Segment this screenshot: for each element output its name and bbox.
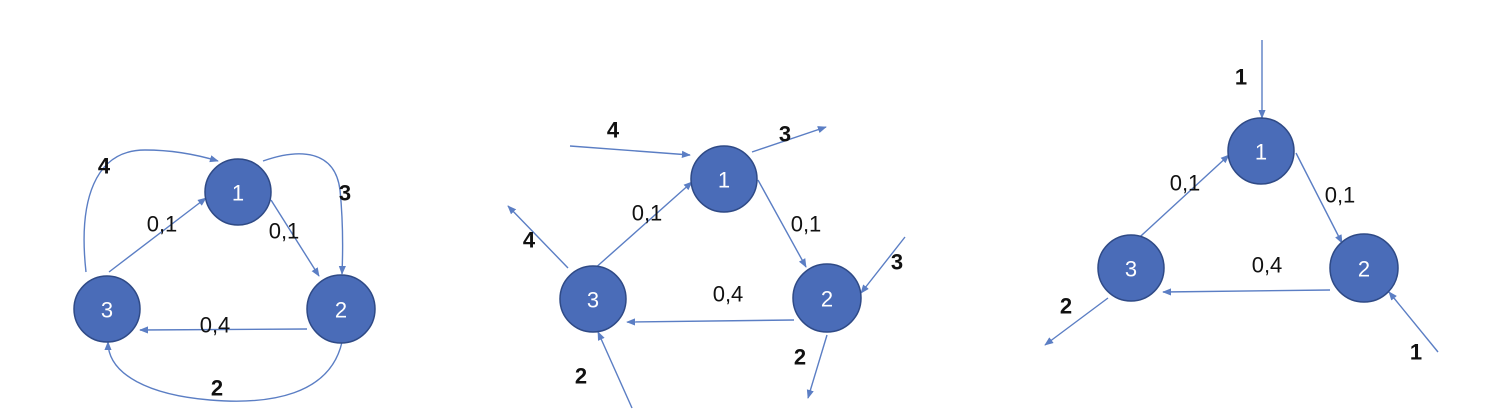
edge-loop-2-to-3	[104, 341, 343, 402]
node-1: 1	[690, 145, 758, 213]
edge-label: 4	[523, 228, 536, 253]
edge-out-2	[806, 334, 828, 399]
edge-loop-1-to-2	[262, 153, 346, 275]
node-label: 3	[587, 288, 599, 313]
node-1: 1	[1227, 117, 1295, 185]
edge-2-to-3	[139, 326, 308, 334]
edge-3-to-1	[108, 197, 207, 273]
node-2: 2	[306, 274, 376, 344]
edge-label: 0,4	[200, 313, 231, 338]
edge-label: 3	[779, 122, 791, 147]
node-label: 1	[232, 181, 244, 206]
edge-label: 0,1	[791, 212, 822, 237]
edge-1-to-2	[270, 199, 320, 277]
edge-in-1	[569, 145, 691, 158]
node-3: 3	[1097, 234, 1165, 302]
edge-3-to-1	[1129, 154, 1230, 247]
edge-label: 1	[1235, 65, 1247, 90]
edge-in-3	[597, 331, 633, 409]
edge-in-2	[1388, 291, 1439, 353]
edge-2-to-3	[1162, 288, 1331, 296]
node-label: 1	[718, 168, 730, 193]
node-label: 3	[101, 298, 113, 323]
node-2: 2	[792, 263, 862, 333]
edge-label: 0,1	[269, 219, 300, 244]
edge-out-1	[751, 126, 827, 153]
node-label: 1	[1255, 140, 1267, 165]
edge-label: 4	[98, 154, 111, 179]
edge-label: 2	[575, 364, 587, 389]
edge-1-to-2	[757, 179, 807, 268]
edge-1-to-2	[1295, 152, 1343, 244]
node-label: 2	[335, 298, 347, 323]
edge-label: 2	[211, 376, 223, 401]
node-1: 1	[204, 158, 272, 226]
edge-label: 1	[1410, 340, 1422, 365]
node-label: 2	[1358, 257, 1370, 282]
edge-2-to-3	[626, 318, 795, 326]
edge-label: 3	[891, 250, 903, 275]
edge-label: 0,1	[1325, 183, 1356, 208]
edge-label: 0,1	[147, 212, 178, 237]
diagram-3: 1 2 3 0,1 0,1 0,4 1 1 2	[1044, 40, 1439, 365]
edge-label: 0,1	[1170, 171, 1201, 196]
node-3: 3	[559, 265, 627, 333]
node-3: 3	[73, 275, 141, 343]
edge-3-to-1	[592, 181, 693, 271]
node-label: 2	[821, 287, 833, 312]
diagram-1: 1 2 3 0,1 0,1 0,4 4 3 2	[73, 149, 376, 402]
node-label: 3	[1125, 257, 1137, 282]
edge-out-3	[1044, 297, 1109, 346]
edge-label: 0,1	[632, 201, 663, 226]
edge-label: 0,4	[1252, 253, 1283, 278]
edge-in-2	[860, 236, 906, 294]
edge-loop-3-to-1	[83, 149, 219, 273]
edge-label: 2	[794, 345, 806, 370]
edge-label: 2	[1060, 294, 1072, 319]
edge-label: 0,4	[713, 282, 744, 307]
edge-label: 4	[607, 118, 620, 143]
diagram-2: 1 2 3 0,1 0,1 0,4 4 3 3 2 4 2	[507, 118, 906, 409]
edge-label: 3	[339, 181, 351, 206]
node-2: 2	[1329, 233, 1399, 303]
edge-out-3	[507, 205, 569, 269]
